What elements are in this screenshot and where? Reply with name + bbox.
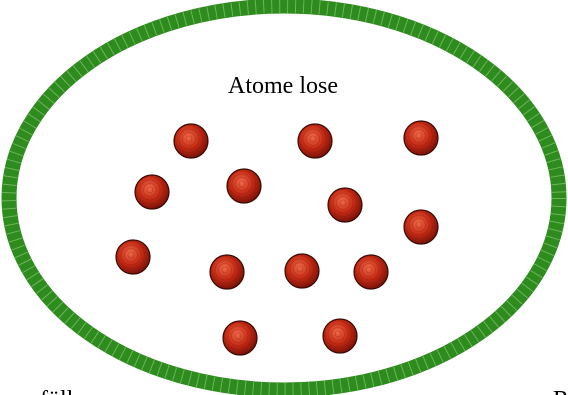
atom <box>174 124 208 158</box>
atom <box>227 169 261 203</box>
atom <box>223 321 257 355</box>
atom <box>298 124 332 158</box>
container-ring <box>9 6 559 390</box>
atom <box>135 175 169 209</box>
atom <box>328 188 362 222</box>
atoms-group <box>116 121 438 355</box>
atom <box>404 121 438 155</box>
bottom-left-text: füll <box>40 387 74 395</box>
atom <box>285 254 319 288</box>
atom <box>404 210 438 244</box>
atom <box>210 255 244 289</box>
diagram-title: Atome lose <box>228 73 338 99</box>
atom <box>116 240 150 274</box>
bottom-right-text: R <box>553 387 568 395</box>
atom <box>323 319 357 353</box>
atom <box>354 255 388 289</box>
